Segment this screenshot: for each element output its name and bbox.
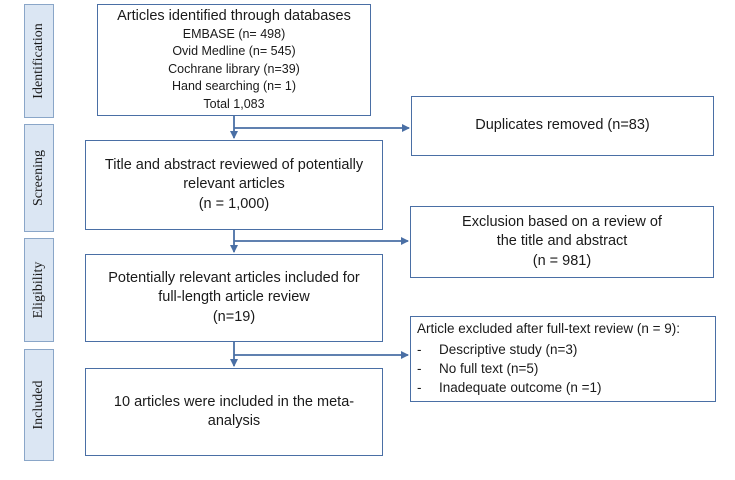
identification-box: Articles identified through databases EM… xyxy=(97,4,371,116)
duplicates-box: Duplicates removed (n=83) xyxy=(411,96,714,156)
list-item: - Inadequate outcome (n =1) xyxy=(417,378,602,397)
fulltext-exclusion-box: Article excluded after full-text review … xyxy=(410,316,716,402)
source-ovid-medline: Ovid Medline (n= 545) xyxy=(172,44,296,59)
list-item: - No full text (n=5) xyxy=(417,359,538,378)
list-item: - Descriptive study (n=3) xyxy=(417,340,577,359)
included-line-1: 10 articles were included in the meta- xyxy=(113,393,355,410)
eligibility-count: (n=19) xyxy=(212,308,256,325)
phase-identification: Identification xyxy=(24,4,54,118)
exclusion-reason-descriptive: Descriptive study (n=3) xyxy=(439,342,578,358)
included-line-2: analysis xyxy=(207,413,261,429)
eligibility-box: Potentially relevant articles included f… xyxy=(85,254,383,342)
phase-screening: Screening xyxy=(24,124,54,232)
exclusion-line-1: Exclusion based on a review of xyxy=(462,214,662,231)
title-abstract-exclusion-box: Exclusion based on a review of the title… xyxy=(410,206,714,278)
identification-title: Articles identified through databases xyxy=(117,7,351,24)
screening-box: Title and abstract reviewed of potential… xyxy=(85,140,383,230)
eligibility-line-1: Potentially relevant articles included f… xyxy=(108,270,360,287)
bullet-dash: - xyxy=(417,361,422,377)
screening-line-1: Title and abstract reviewed of potential… xyxy=(104,157,364,174)
fulltext-exclusion-title: Article excluded after full-text review … xyxy=(417,321,680,337)
phase-included: Included xyxy=(24,349,54,461)
exclusion-line-2: the title and abstract xyxy=(496,233,628,250)
bullet-dash: - xyxy=(417,380,422,396)
exclusion-reason-inadequate-outcome: Inadequate outcome (n =1) xyxy=(439,380,602,396)
bullet-dash: - xyxy=(417,342,422,358)
source-cochrane: Cochrane library (n=39) xyxy=(168,61,300,76)
exclusion-count: (n = 981) xyxy=(532,252,592,269)
included-box: 10 articles were included in the meta- a… xyxy=(85,368,383,456)
source-embase: EMBASE (n= 498) xyxy=(182,26,286,41)
source-hand-searching: Hand searching (n= 1) xyxy=(171,79,297,94)
screening-count: (n = 1,000) xyxy=(198,195,270,212)
screening-line-2: relevant articles xyxy=(183,176,285,193)
duplicates-text: Duplicates removed (n=83) xyxy=(475,117,650,134)
eligibility-line-2: full-length article review xyxy=(158,289,310,306)
exclusion-reason-no-full-text: No full text (n=5) xyxy=(439,361,539,377)
phase-eligibility: Eligibility xyxy=(24,238,54,342)
identification-total: Total 1,083 xyxy=(203,96,265,111)
